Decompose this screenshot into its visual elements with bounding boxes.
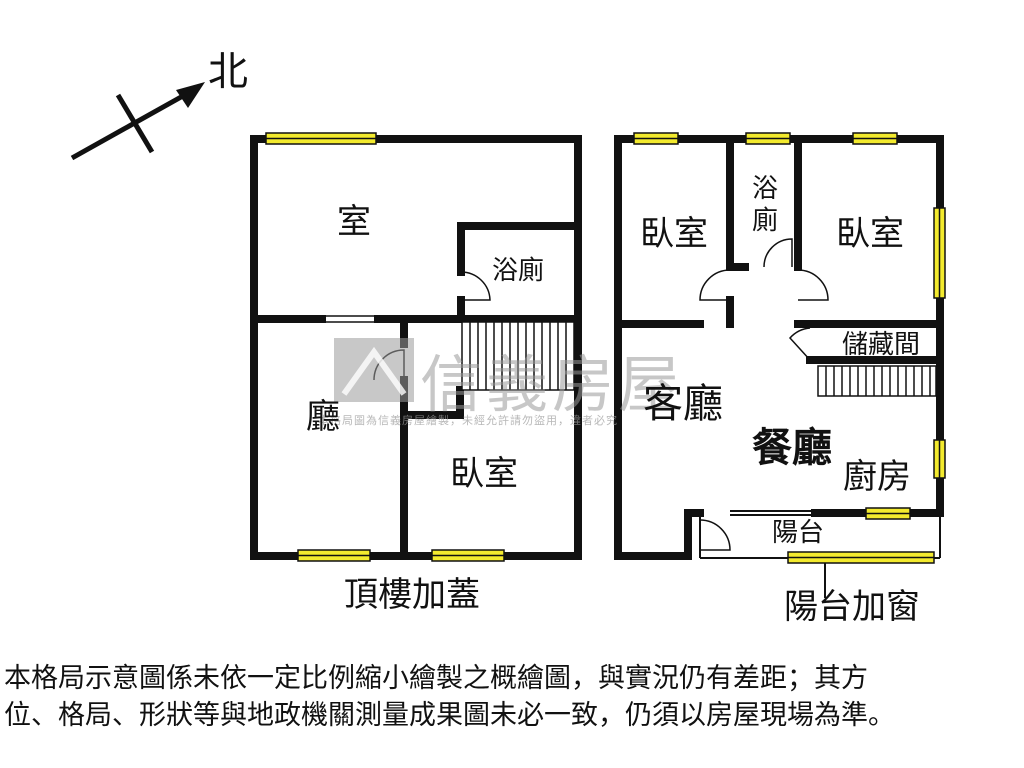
room-label-bedroom-right: 臥室 <box>836 214 904 254</box>
room-label-bath: 浴廁 <box>492 256 545 286</box>
room-label-storage: 儲藏間 <box>842 330 921 360</box>
room-label-top: 室 <box>337 202 371 242</box>
left-windows <box>265 132 505 562</box>
watermark-brand: 信義房屋 <box>420 348 685 421</box>
right-doors <box>699 238 829 551</box>
room-label-bedroom: 臥室 <box>450 454 518 494</box>
compass-north-label: 北 <box>208 49 248 95</box>
right-plan-caption: 陽台加窗 <box>784 587 920 627</box>
disclaimer-line-1: 本格局示意圖係未依一定比例縮小繪製之概繪圖，與實況仍有差距；其方 <box>4 663 868 694</box>
room-label-bath-line1: 浴 <box>752 174 779 204</box>
north-arrow-icon <box>70 82 205 161</box>
left-stairs <box>461 321 575 391</box>
disclaimer-line-2: 位、格局、形狀等與地政機關測量成果圖未必一致，仍須以房屋現場為準。 <box>4 700 895 731</box>
watermark-notice: 本格局圖為信義房屋繪製，未經允許請勿盜用，違者必究 <box>318 414 618 427</box>
room-label-living: 廳 <box>306 397 340 437</box>
brand-logo-icon <box>334 338 414 402</box>
room-label-balcony: 陽台 <box>772 518 825 548</box>
disclaimer: 本格局示意圖係未依一定比例縮小繪製之概繪圖，與實況仍有差距；其方 位、格局、形狀… <box>4 660 1020 734</box>
room-label-living-room: 客廳 <box>643 381 723 427</box>
right-windows <box>633 132 946 564</box>
room-label-bedroom-left: 臥室 <box>640 214 708 254</box>
room-label-kitchen: 廚房 <box>843 457 911 497</box>
left-plan-caption: 頂樓加蓋 <box>344 575 480 615</box>
room-label-dining: 餐廳 <box>752 425 832 471</box>
room-label-bath-line2: 廁 <box>752 206 779 236</box>
right-stairs <box>817 365 937 397</box>
